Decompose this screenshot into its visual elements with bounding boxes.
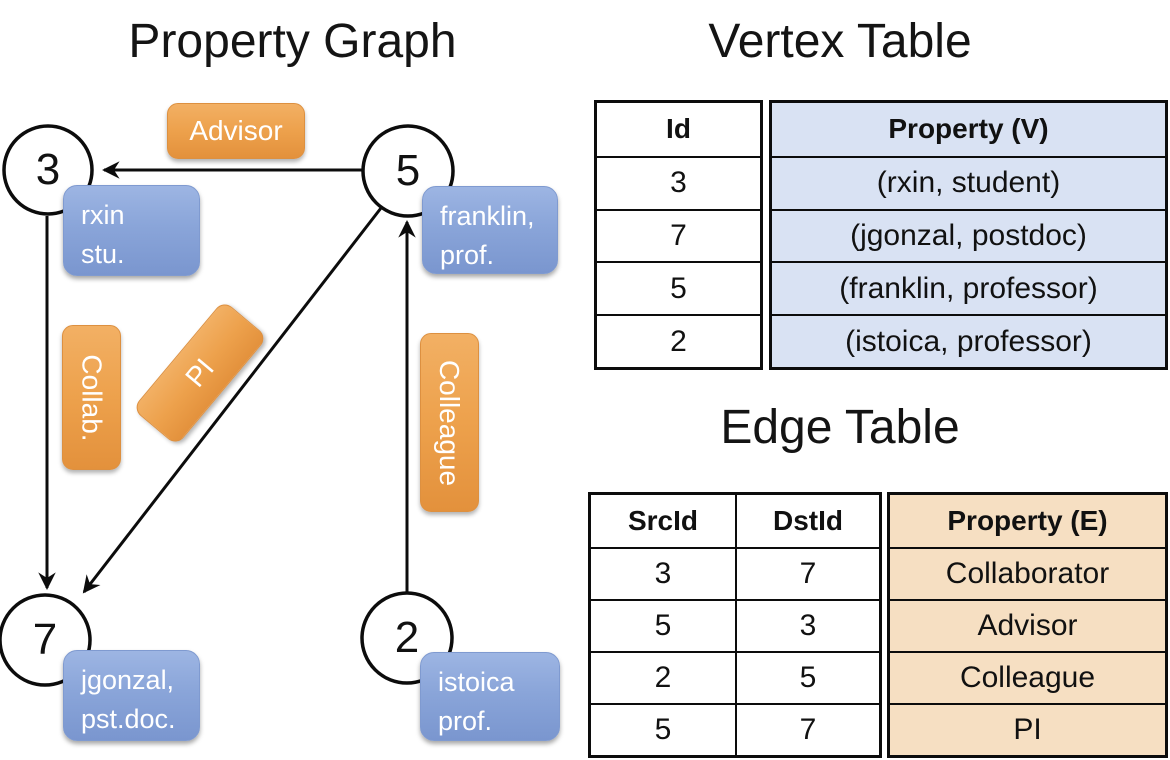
edge-label-advisor: Advisor bbox=[167, 103, 305, 159]
vertex-property-box-7: jgonzal, pst.doc. bbox=[63, 650, 200, 741]
edge-table-header-property: Property (E) bbox=[890, 495, 1165, 547]
vertex-property-box-7-line1: jgonzal, bbox=[81, 665, 175, 695]
edge-srcid-cell: 5 bbox=[591, 703, 735, 755]
vertex-property-box-5: franklin, prof. bbox=[422, 186, 558, 274]
property-graph-title: Property Graph bbox=[128, 15, 457, 68]
vertex-table-property-column: Property (V) (rxin, student) (jgonzal, p… bbox=[769, 100, 1168, 370]
vertex-id-cell: 5 bbox=[597, 261, 760, 314]
edge-label-pi-text: PI bbox=[179, 352, 220, 393]
edge-srcid-cell: 5 bbox=[591, 599, 735, 651]
vertex-table-header-property: Property (V) bbox=[772, 103, 1165, 156]
vertex-property-box-5-line1: franklin, bbox=[440, 201, 535, 231]
edge-label-advisor-text: Advisor bbox=[189, 115, 283, 146]
edge-property-cell: PI bbox=[890, 703, 1165, 755]
edge-dstid-cell: 7 bbox=[735, 703, 879, 755]
vertex-property-box-5-line2: prof. bbox=[440, 240, 495, 271]
node-id-5: 5 bbox=[395, 146, 421, 195]
node-id-7: 7 bbox=[32, 615, 58, 664]
vertex-property-cell: (franklin, professor) bbox=[772, 261, 1165, 315]
vertex-property-box-2: istoica prof. bbox=[420, 652, 560, 741]
property-graph-diagram bbox=[0, 124, 455, 687]
edge-property-cell: Colleague bbox=[890, 651, 1165, 703]
vertex-table-title: Vertex Table bbox=[708, 15, 972, 68]
edge-5-to-7-line bbox=[82, 207, 383, 594]
edge-property-cell: Advisor bbox=[890, 599, 1165, 651]
edge-table-header-srcid: SrcId bbox=[627, 505, 699, 536]
vertex-property-box-2-line2: prof. bbox=[438, 706, 493, 737]
vertex-table-header-id: Id bbox=[666, 113, 691, 145]
edge-table-title: Edge Table bbox=[720, 401, 960, 454]
edge-label-colleague: Colleague bbox=[420, 333, 479, 512]
vertex-table-id-column: Id 3 7 5 2 bbox=[594, 100, 763, 370]
edge-label-collab-text: Collab. bbox=[76, 353, 108, 442]
node-id-3: 3 bbox=[35, 145, 61, 194]
vertex-property-box-3-line1: rxin bbox=[81, 200, 125, 230]
edge-srcid-cell: 3 bbox=[591, 547, 735, 599]
edge-table-id-columns: SrcId DstId 3 7 5 3 2 5 5 7 bbox=[588, 492, 882, 758]
vertex-property-cell: (rxin, student) bbox=[772, 155, 1165, 209]
edge-dstid-cell: 5 bbox=[735, 651, 879, 703]
vertex-id-cell: 3 bbox=[597, 155, 760, 209]
vertex-property-box-7-line2: pst.doc. bbox=[81, 704, 176, 735]
edge-label-colleague-text: Colleague bbox=[434, 359, 466, 486]
vertex-property-box-3: rxin stu. bbox=[63, 185, 200, 276]
vertex-property-cell: (istoica, professor) bbox=[772, 314, 1165, 367]
edge-label-collab: Collab. bbox=[62, 325, 121, 470]
vertex-property-box-2-line1: istoica bbox=[438, 667, 515, 697]
edge-table-header-dstid: DstId bbox=[735, 495, 879, 547]
vertex-property-cell: (jgonzal, postdoc) bbox=[772, 208, 1165, 262]
vertex-id-cell: 7 bbox=[597, 208, 760, 262]
edge-dstid-cell: 3 bbox=[735, 599, 879, 651]
edge-table-property-column: Property (E) Collaborator Advisor Collea… bbox=[887, 492, 1168, 758]
edge-property-cell: Collaborator bbox=[890, 547, 1165, 599]
vertex-property-box-3-line2: stu. bbox=[81, 239, 125, 270]
edge-dstid-cell: 7 bbox=[735, 547, 879, 599]
edge-srcid-cell: 2 bbox=[591, 651, 735, 703]
node-id-2: 2 bbox=[394, 613, 420, 662]
vertex-id-cell: 2 bbox=[597, 314, 760, 367]
